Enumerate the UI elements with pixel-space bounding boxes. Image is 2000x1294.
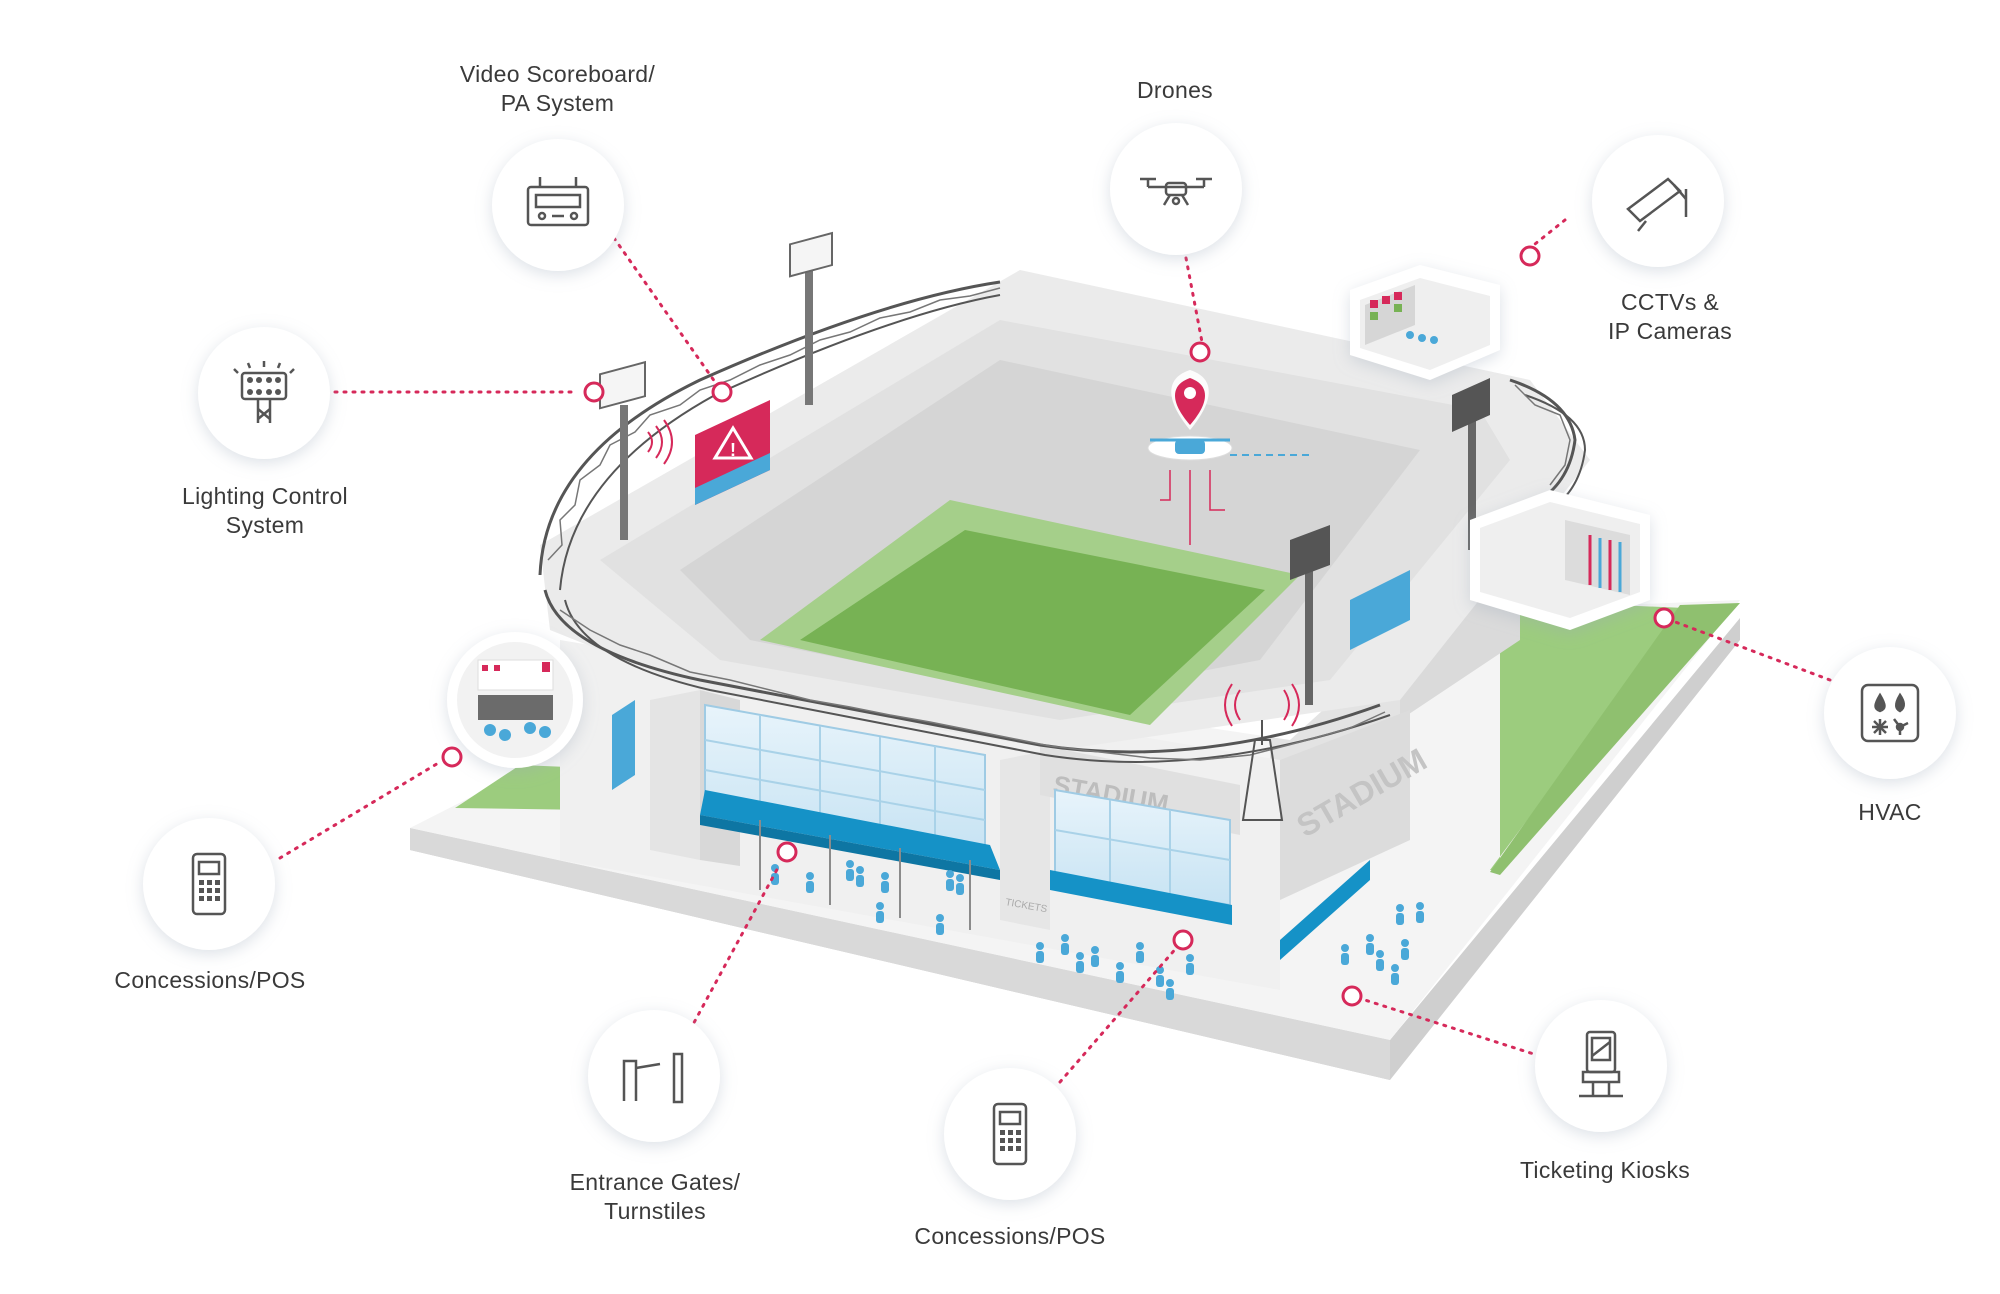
video-scoreboard: ! bbox=[695, 400, 770, 505]
fan-figure bbox=[771, 864, 779, 885]
fan-figure bbox=[1076, 952, 1084, 973]
svg-text:!: ! bbox=[730, 440, 736, 460]
concessions-inset bbox=[447, 632, 583, 768]
fan-figure bbox=[1136, 942, 1144, 963]
fan-figure bbox=[1391, 964, 1399, 985]
fan-figure bbox=[1416, 902, 1424, 923]
scoreboard-icon bbox=[526, 177, 590, 227]
fan-figure bbox=[956, 874, 964, 895]
label-pos-bottom: Concessions/POS bbox=[914, 1223, 1106, 1249]
hvac-icon bbox=[1860, 683, 1920, 743]
floodlight-icon bbox=[233, 361, 295, 423]
fan-figure bbox=[1376, 950, 1384, 971]
cctv-callout bbox=[1592, 135, 1724, 267]
pos-bottom-callout bbox=[944, 1068, 1076, 1200]
control-room-inset bbox=[1350, 265, 1500, 380]
floodlight-tower bbox=[599, 231, 1490, 705]
drone-icon bbox=[1140, 177, 1212, 206]
fan-figure bbox=[946, 870, 954, 891]
signal-waves bbox=[647, 419, 673, 465]
fan-figure bbox=[1061, 934, 1069, 955]
scoreboard-callout bbox=[492, 139, 624, 271]
stadium-bowl: ! bbox=[538, 231, 1590, 821]
cell-tower bbox=[1224, 683, 1300, 821]
callout-icons bbox=[143, 123, 1956, 1200]
fan-figure bbox=[876, 902, 884, 923]
label-drones: Drones bbox=[1137, 77, 1213, 103]
hvac-callout bbox=[1824, 647, 1956, 779]
fan-figure bbox=[1091, 946, 1099, 967]
lighting-callout bbox=[198, 327, 330, 459]
fan-figure bbox=[1366, 934, 1374, 955]
label-cctv: CCTVs &IP Cameras bbox=[1607, 289, 1732, 344]
pos-left-callout bbox=[143, 818, 275, 950]
fan-figure bbox=[856, 866, 864, 887]
bug-location-pin bbox=[1171, 370, 1209, 430]
label-scoreboard: Video Scoreboard/PA System bbox=[459, 61, 656, 116]
kiosk-icon bbox=[1579, 1030, 1623, 1098]
drones-callout bbox=[1110, 123, 1242, 255]
gates-callout bbox=[588, 1010, 720, 1142]
callout-leaders bbox=[278, 218, 1832, 1084]
label-kiosks: Ticketing Kiosks bbox=[1519, 1157, 1691, 1183]
fan-figure bbox=[1186, 954, 1194, 975]
pos-terminal-icon bbox=[191, 852, 227, 916]
label-pos-left: Concessions/POS bbox=[114, 967, 306, 993]
fan-figure bbox=[1396, 904, 1404, 925]
fan-figure bbox=[1156, 966, 1164, 987]
kiosks-callout bbox=[1535, 1000, 1667, 1132]
fan-figure bbox=[936, 914, 944, 935]
fan-figure bbox=[1166, 979, 1174, 1000]
fans-crowd bbox=[771, 860, 1424, 1000]
fan-figure bbox=[1036, 942, 1044, 963]
fan-figure bbox=[1401, 939, 1409, 960]
cctv-camera-icon bbox=[1626, 177, 1688, 232]
callout-anchor-dots bbox=[441, 245, 1675, 1007]
field-pitch bbox=[800, 530, 1265, 715]
fan-figure bbox=[806, 872, 814, 893]
fan-figure bbox=[881, 872, 889, 893]
fan-figure bbox=[846, 860, 854, 881]
pos-terminal-icon bbox=[992, 1102, 1028, 1166]
label-hvac: HVAC bbox=[1858, 799, 1922, 825]
turnstile-icon bbox=[622, 1052, 684, 1104]
hvac-room-inset bbox=[1470, 490, 1650, 630]
side-screen bbox=[1350, 570, 1410, 650]
drone bbox=[1147, 435, 1312, 545]
label-gates: Entrance Gates/Turnstiles bbox=[569, 1169, 741, 1224]
fan-figure bbox=[1116, 962, 1124, 983]
fan-figure bbox=[1341, 944, 1349, 965]
